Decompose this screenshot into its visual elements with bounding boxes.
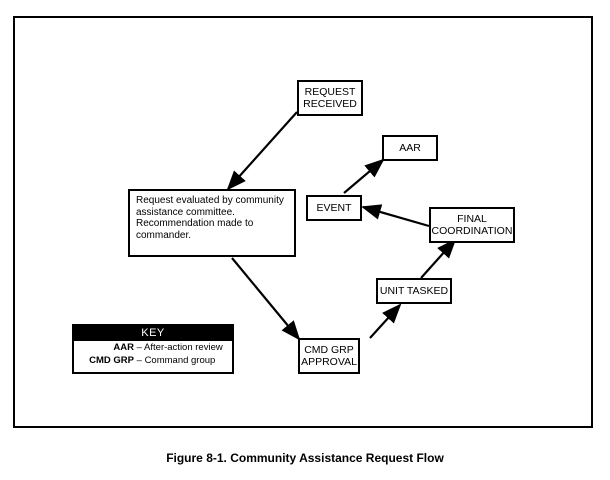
node-line: EVENT bbox=[316, 202, 352, 214]
figure-caption: Figure 8-1. Community Assistance Request… bbox=[166, 451, 444, 465]
key-meaning: – After-action review bbox=[136, 342, 223, 353]
key-abbr: CMD GRP bbox=[89, 355, 134, 366]
diagram-frame bbox=[13, 16, 593, 428]
node-line: AAR bbox=[399, 142, 421, 154]
arrow-final-to-event bbox=[361, 204, 430, 228]
node-line: REQUEST bbox=[304, 86, 356, 98]
arrow-evaluated-to-approval bbox=[231, 257, 301, 341]
node-request-evaluated: Request evaluated by community assistanc… bbox=[128, 189, 296, 257]
node-line: FINAL bbox=[457, 213, 487, 225]
node-line: APPROVAL bbox=[301, 356, 357, 368]
node-line: UNIT TASKED bbox=[379, 285, 449, 297]
node-line: Request evaluated by community bbox=[136, 195, 284, 206]
arrow-approval-to-unit bbox=[369, 303, 402, 339]
node-request-received: REQUEST RECEIVED bbox=[297, 80, 363, 116]
node-line: CMD GRP bbox=[304, 344, 354, 356]
arrow-unit-to-final bbox=[420, 238, 457, 279]
node-final-coordination: FINAL COORDINATION bbox=[429, 207, 515, 243]
key-title: KEY bbox=[74, 326, 232, 341]
node-line: RECEIVED bbox=[303, 98, 357, 110]
key-legend: KEY AAR – After-action review CMD GRP – … bbox=[72, 324, 234, 374]
node-line: COORDINATION bbox=[431, 225, 513, 237]
arrow-event-to-aar bbox=[343, 158, 385, 194]
key-abbr: AAR bbox=[113, 342, 134, 353]
arrow-received-to-evaluated bbox=[226, 111, 298, 191]
node-unit-tasked: UNIT TASKED bbox=[376, 278, 452, 304]
node-line: assistance committee. bbox=[136, 206, 235, 218]
node-cmd-grp-approval: CMD GRP APPROVAL bbox=[298, 338, 360, 374]
key-entry: AAR – After-action review bbox=[74, 341, 232, 354]
node-line: commander. bbox=[136, 229, 192, 241]
key-entry: CMD GRP – Command group bbox=[74, 354, 232, 367]
key-meaning: – Command group bbox=[136, 355, 216, 366]
node-event: EVENT bbox=[306, 195, 362, 221]
node-aar: AAR bbox=[382, 135, 438, 161]
node-line: Recommendation made to bbox=[136, 218, 254, 229]
